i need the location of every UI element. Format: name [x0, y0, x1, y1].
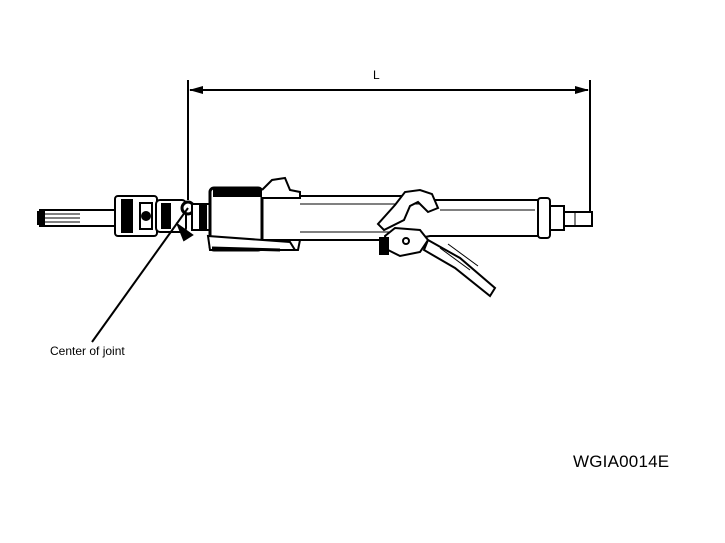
joint-leader-line — [91, 207, 189, 343]
center-of-joint-label: Center of joint — [50, 344, 125, 358]
dimension-l — [187, 80, 591, 220]
lower-universal-joint — [114, 195, 211, 242]
figure-code: WGIA0014E — [573, 452, 670, 471]
splined-shaft — [37, 209, 121, 227]
dimension-label: L — [373, 68, 380, 82]
mounting-bracket — [206, 176, 302, 252]
steering-column — [37, 176, 593, 298]
upper-shaft-end — [537, 197, 593, 239]
tilt-lever-mechanism — [376, 188, 497, 298]
